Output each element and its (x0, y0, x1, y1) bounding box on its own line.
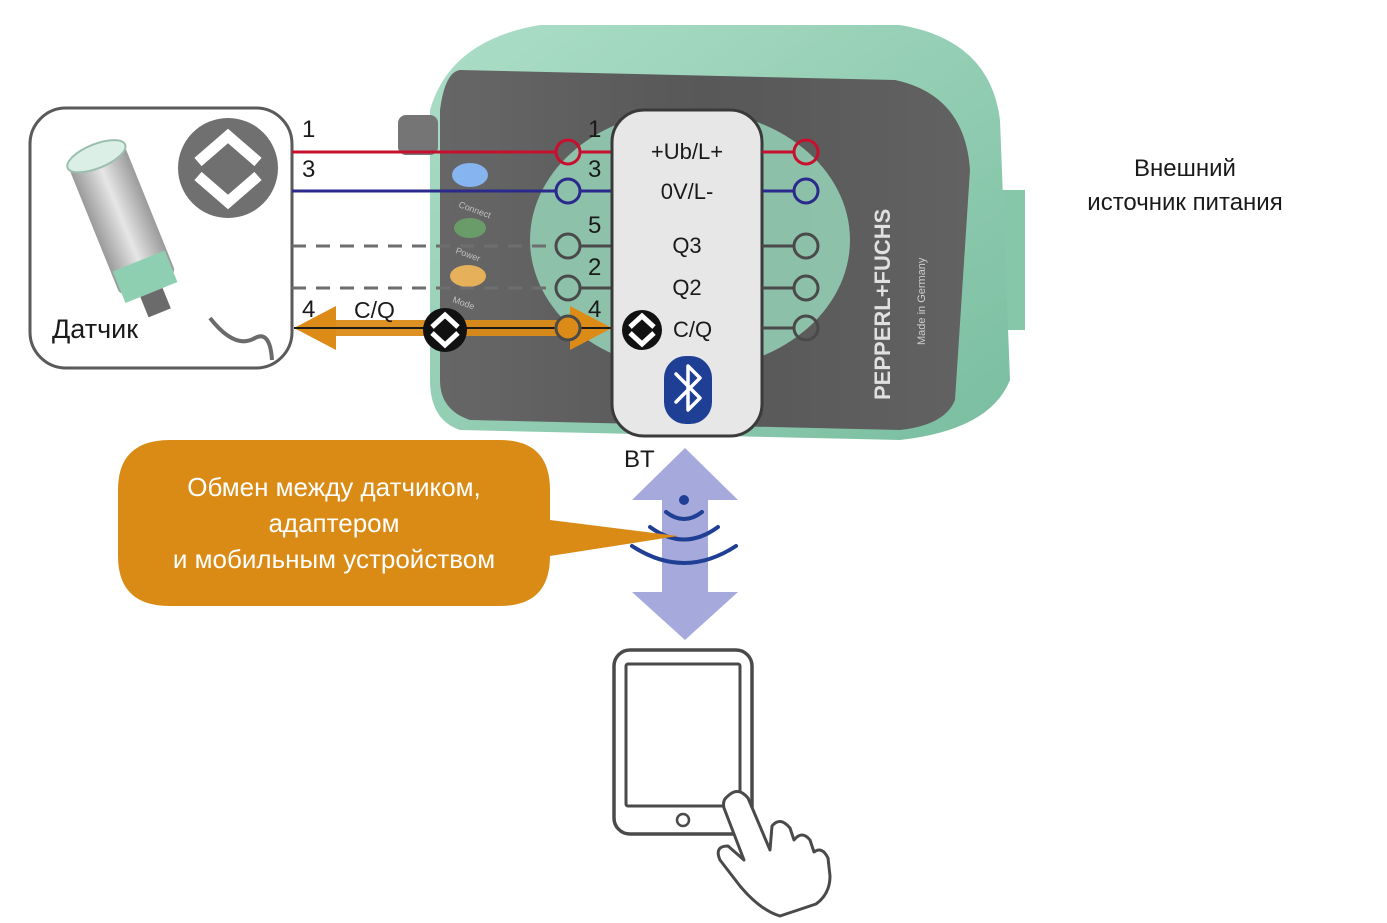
made-in-label: Made in Germany (916, 257, 928, 345)
adapter-pin-4: 4 (588, 296, 602, 323)
bluetooth-icon (664, 356, 712, 424)
io-link-icon (423, 308, 467, 352)
power-supply-line2: источник питания (1087, 189, 1283, 216)
adapter-panel (610, 108, 764, 438)
terminal-right-4 (792, 314, 820, 342)
terminal-right-2 (792, 274, 820, 302)
sensor-pin-4: 4 (302, 296, 316, 323)
callout-line2: адаптером (268, 508, 400, 538)
callout-line3: и мобильным устройством (172, 544, 496, 574)
tablet-icon (612, 648, 754, 836)
signal-q2: Q2 (672, 275, 702, 300)
sensor-pin-1: 1 (302, 116, 316, 143)
brand-label: PEPPERL+FUCHS (870, 209, 895, 400)
bt-double-arrow (632, 448, 738, 640)
io-link-icon (622, 310, 662, 350)
adapter-pin-3: 3 (588, 156, 602, 183)
bt-label: BT (624, 446, 655, 473)
signal-cq: C/Q (673, 317, 713, 342)
adapter-pin-5: 5 (588, 212, 602, 239)
io-link-icon (178, 118, 278, 218)
sensor-pin-3: 3 (302, 156, 316, 183)
signal-ub: +Ub/L+ (650, 139, 724, 164)
cq-line-label: C/Q (354, 297, 395, 323)
terminal-left-4 (554, 314, 582, 342)
terminal-right-5 (792, 232, 820, 260)
power-supply-line1: Внешний (1134, 155, 1236, 182)
power-supply-label: Внешний источник питания (1040, 152, 1330, 220)
callout-bubble (118, 440, 678, 606)
adapter-pin-1: 1 (588, 116, 602, 143)
hand-icon (716, 790, 832, 918)
callout: Обмен между датчиком, адаптером и мобиль… (118, 440, 550, 606)
signal-0v: 0V/L- (660, 179, 714, 204)
terminal-right-1 (792, 138, 820, 166)
terminal-right-3 (792, 177, 820, 205)
callout-line1: Обмен между датчиком, (187, 472, 481, 502)
adapter-pin-2: 2 (588, 254, 602, 281)
signal-q3: Q3 (672, 233, 702, 258)
wave-icon (630, 495, 738, 565)
sensor-image (66, 139, 178, 318)
sensor-label: Датчик (52, 314, 139, 344)
